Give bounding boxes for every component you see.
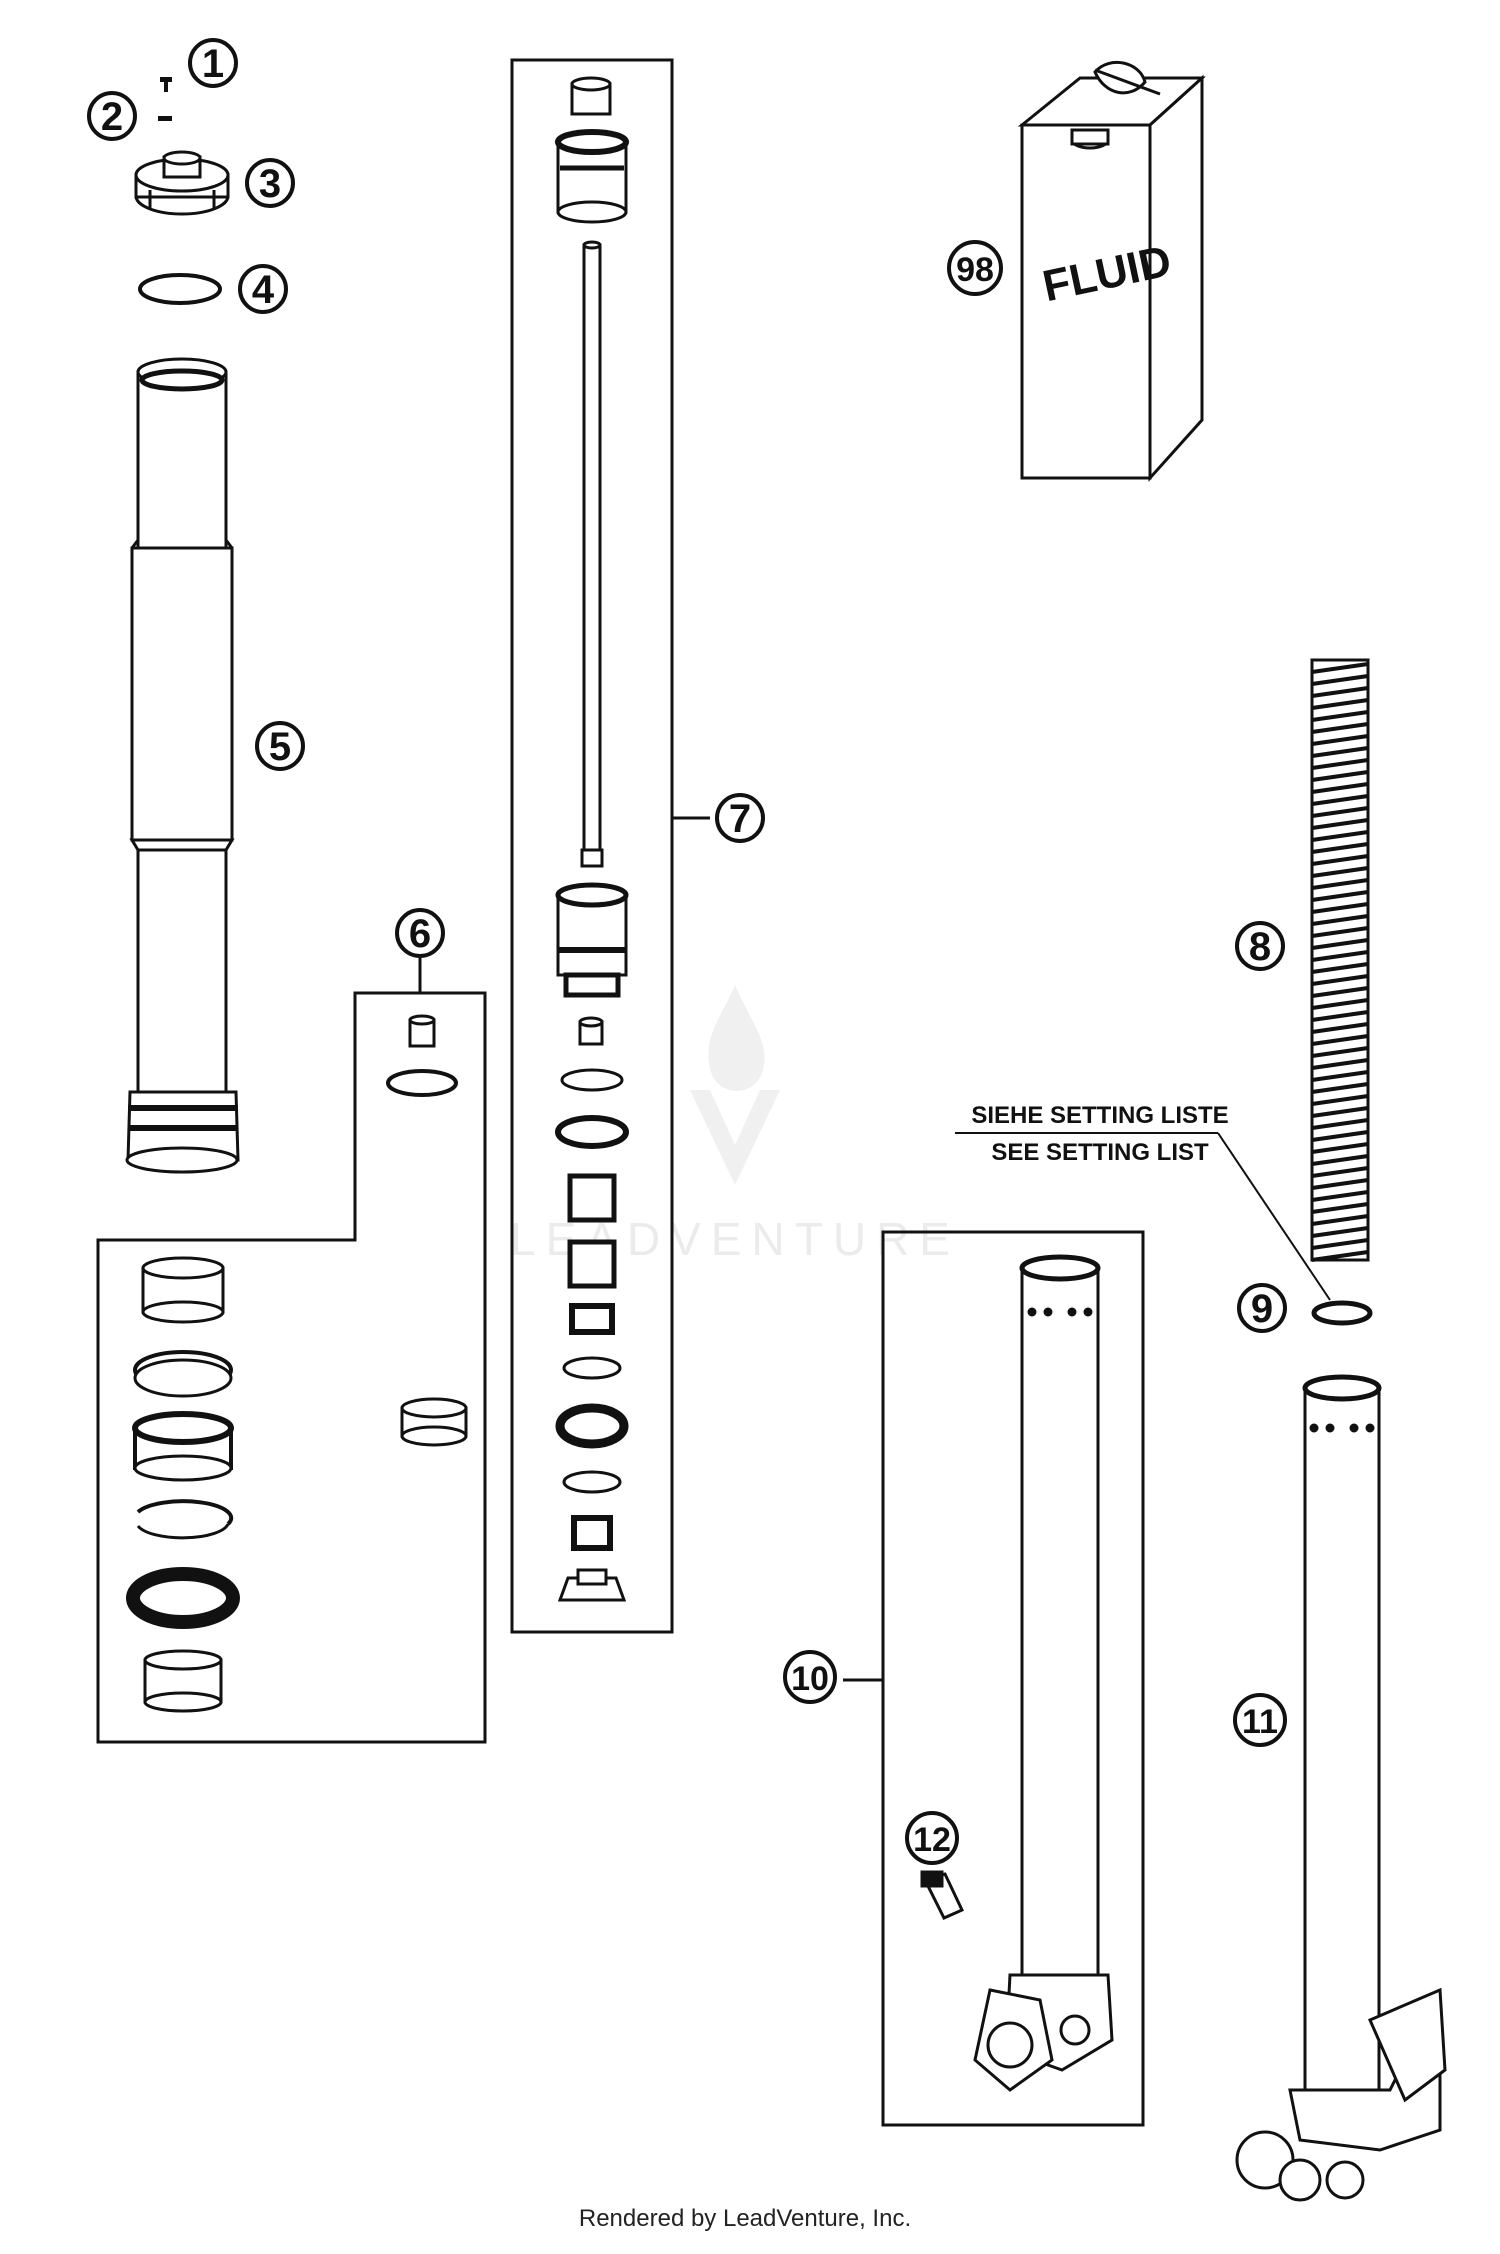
part-4-o-ring xyxy=(138,273,222,305)
spring-coil xyxy=(1311,1022,1369,1034)
svg-text:7: 7 xyxy=(729,797,751,841)
svg-text:6: 6 xyxy=(409,912,431,956)
svg-text:11: 11 xyxy=(1242,1703,1278,1741)
callout-9: 9 xyxy=(1237,1283,1287,1333)
spring-coil xyxy=(1311,878,1369,890)
spring-coil xyxy=(1311,1130,1369,1142)
spring-coil xyxy=(1311,902,1369,914)
spring-coil xyxy=(1311,734,1369,746)
spring-coil xyxy=(1311,974,1369,986)
spring-coil xyxy=(1311,1226,1369,1238)
spring-coil xyxy=(1311,722,1369,734)
part-10-inner-tube xyxy=(973,1254,1114,2092)
callout-4: 4 xyxy=(238,264,288,314)
spring-coil xyxy=(1311,950,1369,962)
spring-coil xyxy=(1311,1190,1369,1202)
spring-coil xyxy=(1311,818,1369,830)
spring-coil xyxy=(1311,1250,1369,1262)
callout-98: 98 xyxy=(947,240,1003,296)
spring-coil xyxy=(1311,1238,1369,1250)
spring-coil xyxy=(1311,1118,1369,1130)
spring-coil xyxy=(1311,998,1369,1010)
svg-text:2: 2 xyxy=(101,95,123,139)
svg-text:9: 9 xyxy=(1251,1287,1273,1331)
spring-coil xyxy=(1311,890,1369,902)
callout-1: 1 xyxy=(188,38,238,88)
part-9-ring xyxy=(1311,1300,1373,1326)
spring-coil xyxy=(1311,914,1369,926)
callout-2: 2 xyxy=(87,91,137,141)
svg-text:8: 8 xyxy=(1249,925,1271,969)
spring-coil xyxy=(1311,746,1369,758)
spring-coil xyxy=(1311,794,1369,806)
spring-coil xyxy=(1311,698,1369,710)
spring-coil xyxy=(1311,1094,1369,1106)
part-8-fork-spring xyxy=(1310,658,1370,1262)
callout-7: 7 xyxy=(715,793,765,843)
spring-coil xyxy=(1311,758,1369,770)
spring-coil xyxy=(1311,1034,1369,1046)
spring-coil xyxy=(1311,662,1369,674)
callout-8: 8 xyxy=(1235,921,1285,971)
callout-3: 3 xyxy=(245,158,295,208)
spring-coil xyxy=(1311,770,1369,782)
spring-coil xyxy=(1311,710,1369,722)
spring-coil xyxy=(1311,866,1369,878)
part-7-cartridge-frame xyxy=(510,58,674,1634)
setting-note-en: SEE SETTING LIST xyxy=(991,1139,1209,1166)
spring-coil xyxy=(1311,782,1369,794)
part-5-outer-fork-tube xyxy=(125,357,240,1174)
spring-coil xyxy=(1311,1082,1369,1094)
part-2-small-seal xyxy=(158,116,172,121)
spring-coil xyxy=(1311,1010,1369,1022)
part-12-bleed-screw xyxy=(920,1870,965,1920)
spring-coil xyxy=(1311,806,1369,818)
svg-text:98: 98 xyxy=(956,251,994,289)
spring-coil xyxy=(1311,926,1369,938)
callout-12: 12 xyxy=(905,1811,959,1865)
spring-coil xyxy=(1311,986,1369,998)
callout-11: 11 xyxy=(1233,1693,1287,1747)
spring-coil xyxy=(1311,1058,1369,1070)
part-7-cartridge-components xyxy=(555,76,629,1602)
spring-coil xyxy=(1311,1178,1369,1190)
spring-coil xyxy=(1311,962,1369,974)
svg-text:4: 4 xyxy=(252,268,275,312)
part-6-kit-frame xyxy=(96,991,487,1744)
svg-text:3: 3 xyxy=(259,162,281,206)
svg-text:10: 10 xyxy=(791,1660,829,1698)
part-98-fluid-can xyxy=(1017,61,1206,482)
spring-coil xyxy=(1311,842,1369,854)
svg-text:1: 1 xyxy=(202,42,224,86)
svg-text:5: 5 xyxy=(269,725,291,769)
setting-note-leader xyxy=(1217,1132,1331,1301)
callout-5: 5 xyxy=(255,721,305,771)
spring-coil xyxy=(1311,1166,1369,1178)
part-3-screw-cap xyxy=(134,150,230,216)
spring-coil xyxy=(1311,1046,1369,1058)
svg-text:12: 12 xyxy=(913,1821,951,1859)
callout-6: 6 xyxy=(395,908,445,958)
spring-coil xyxy=(1311,938,1369,950)
setting-note-de: SIEHE SETTING LISTE xyxy=(971,1102,1228,1129)
spring-coil xyxy=(1311,1106,1369,1118)
spring-coil xyxy=(1311,830,1369,842)
spring-coil xyxy=(1311,1154,1369,1166)
spring-coil xyxy=(1311,1070,1369,1082)
spring-coil xyxy=(1311,1202,1369,1214)
spring-coil xyxy=(1311,686,1369,698)
spring-coil xyxy=(1311,674,1369,686)
callout-10: 10 xyxy=(783,1650,837,1704)
part-6-kit-components xyxy=(126,1014,468,1713)
spring-coil xyxy=(1311,1214,1369,1226)
spring-coil xyxy=(1311,854,1369,866)
part-11-inner-tube xyxy=(1235,1374,1447,2202)
footer-credit: Rendered by LeadVenture, Inc. xyxy=(579,2205,911,2232)
part-1-screw xyxy=(160,77,172,92)
spring-coil xyxy=(1311,1142,1369,1154)
